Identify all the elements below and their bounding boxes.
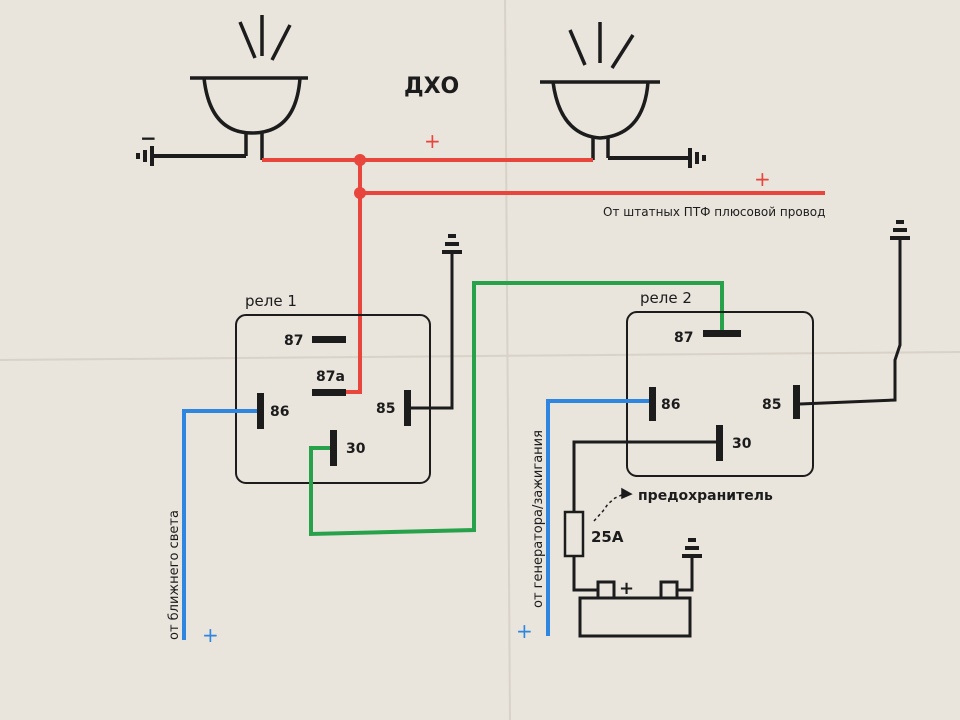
junction-dot xyxy=(354,187,366,199)
relay2-pin-87-label: 87 xyxy=(674,330,693,346)
minus-label: − xyxy=(140,126,157,150)
fuse-label: предохранитель xyxy=(638,488,773,504)
relay1-pin-30-label: 30 xyxy=(346,441,366,457)
junction-dot xyxy=(354,154,366,166)
fuse-rating: 25А xyxy=(591,528,624,546)
relay1-ground-wire xyxy=(411,252,454,410)
left-headlight-icon xyxy=(190,15,308,160)
ground-icon xyxy=(442,234,462,254)
low-beam-label: от ближнего света xyxy=(167,510,182,640)
battery-feed-wire xyxy=(572,440,716,592)
relay2-title: реле 2 xyxy=(640,289,692,307)
relay2-ground-wire xyxy=(799,240,902,406)
low-beam-plus: + xyxy=(202,623,219,647)
relay1-pin-30 xyxy=(330,430,337,466)
relay2-pin-30-label: 30 xyxy=(732,436,752,452)
relay2-box xyxy=(626,311,814,477)
relay2-pin-86 xyxy=(649,387,656,421)
generator-wire xyxy=(546,399,649,636)
relay1-title: реле 1 xyxy=(245,292,297,310)
diagram-title: ДХО xyxy=(404,74,459,99)
relay2-pin-85 xyxy=(793,385,800,419)
control-wire xyxy=(309,281,724,537)
source-wire-label: От штатных ПТФ плюсовой провод xyxy=(603,205,825,219)
relay1-pin-85 xyxy=(404,390,411,426)
relay1-pin-87a-label: 87a xyxy=(316,369,345,385)
relay1-box xyxy=(235,314,431,484)
fuse-arrow xyxy=(593,487,633,522)
ground-icon xyxy=(890,220,910,240)
low-beam-wire xyxy=(182,409,257,640)
relay2-pin-86-label: 86 xyxy=(661,397,680,413)
ground-icon xyxy=(608,148,706,168)
plus-label-right: + xyxy=(754,167,771,191)
relay2-pin-30 xyxy=(716,425,723,461)
generator-label: от генератора/зажигания xyxy=(531,430,546,608)
right-headlight-icon xyxy=(540,22,660,160)
relay1-pin-85-label: 85 xyxy=(376,401,395,417)
battery-icon xyxy=(578,556,694,638)
relay1-pin-87 xyxy=(312,336,346,343)
ground-icon xyxy=(136,146,246,166)
ground-icon xyxy=(682,538,702,558)
relay1-pin-86-label: 86 xyxy=(270,404,289,420)
relay2-pin-85-label: 85 xyxy=(762,397,781,413)
plus-label-top: + xyxy=(424,129,441,153)
relay1-pin-87-label: 87 xyxy=(284,333,303,349)
relay1-pin-87a xyxy=(312,389,346,396)
relay1-pin-86 xyxy=(257,393,264,429)
battery-plus: + xyxy=(619,578,634,599)
generator-plus: + xyxy=(516,619,533,643)
relay2-pin-87 xyxy=(703,330,741,337)
fuse-icon xyxy=(563,510,585,558)
